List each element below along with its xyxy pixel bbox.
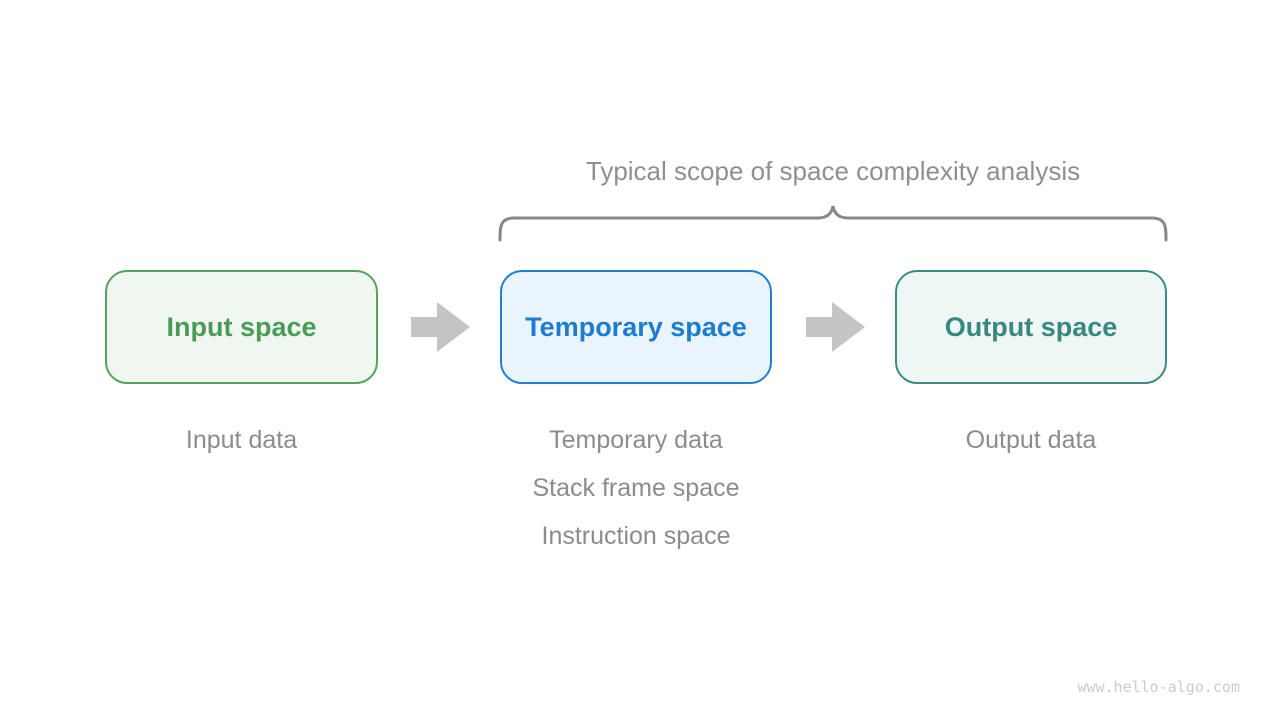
watermark: www.hello-algo.com xyxy=(1077,678,1240,696)
brace-path xyxy=(498,205,1168,242)
note-line: Instruction space xyxy=(541,522,731,550)
temporary-space-label: Temporary space xyxy=(525,311,747,342)
note-line: Stack frame space xyxy=(532,474,740,502)
output-space-notes: Output data xyxy=(895,416,1167,464)
diagram-title: Typical scope of space complexity analys… xyxy=(585,156,1081,186)
note-line: Input data xyxy=(185,426,298,454)
right-arrow-icon xyxy=(411,302,470,352)
right-arrow-icon xyxy=(806,302,865,352)
horizontal-brace xyxy=(498,205,1168,242)
output-space-label: Output space xyxy=(944,311,1118,342)
input-space-box: Input space xyxy=(105,270,378,384)
temporary-space-box: Temporary space xyxy=(500,270,772,384)
note-line: Temporary data xyxy=(549,426,723,454)
note-line: Output data xyxy=(965,426,1097,454)
input-space-label: Input space xyxy=(166,311,317,342)
input-space-notes: Input data xyxy=(105,416,378,464)
output-space-box: Output space xyxy=(895,270,1167,384)
